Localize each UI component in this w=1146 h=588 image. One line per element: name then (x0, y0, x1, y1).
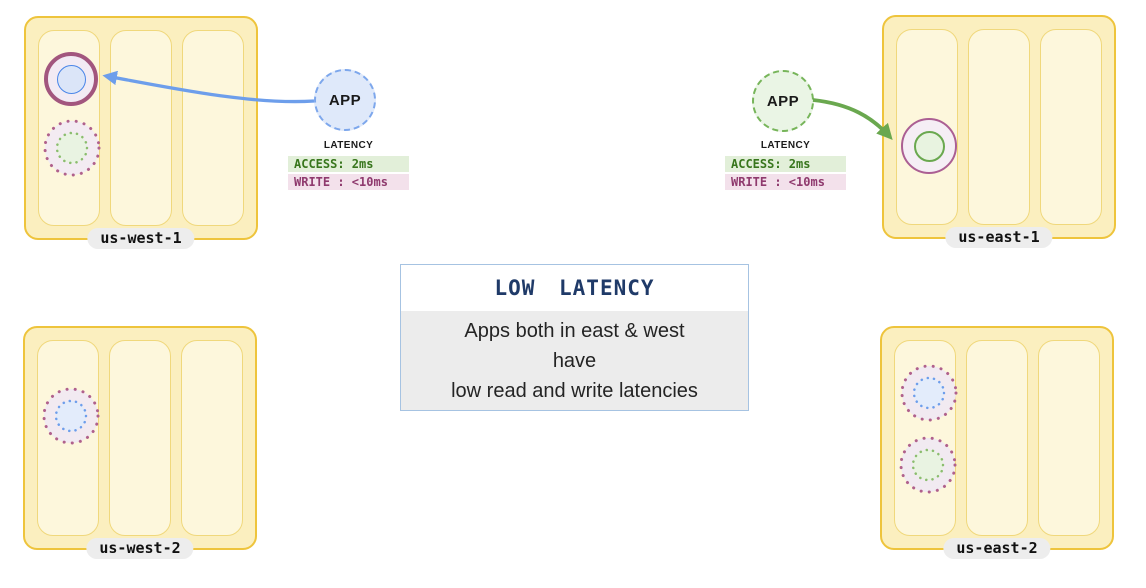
callout-title: LOW LATENCY (401, 265, 748, 311)
dotted-replica-node-green (899, 436, 957, 494)
app-label: APP (766, 92, 800, 110)
access-latency-badge: ACCESS: 2ms (288, 156, 409, 172)
dotted-replica-node-green (43, 119, 101, 177)
green-range-circle (913, 130, 945, 162)
callout-body-line: have (552, 350, 597, 372)
callout-body: Apps both in east & west have low read a… (401, 311, 748, 410)
latency-title: LATENCY (760, 140, 811, 151)
leaseholder-replica-node (44, 52, 98, 106)
blue-range-circle (56, 64, 86, 94)
region-label: us-west-2 (86, 538, 194, 559)
availability-zone (181, 340, 243, 536)
region-us-west-2: us-west-2 (23, 326, 257, 559)
app-node-west: APP (314, 69, 376, 131)
latency-title: LATENCY (323, 140, 374, 151)
availability-zone (966, 340, 1028, 536)
region-label: us-east-2 (943, 538, 1051, 559)
region-us-west-1: us-west-1 (24, 16, 258, 249)
region-label: us-east-1 (945, 227, 1053, 248)
availability-zone (1040, 29, 1102, 225)
app-node-east: APP (752, 70, 814, 132)
availability-zone (968, 29, 1030, 225)
region-us-east-1: us-east-1 (882, 15, 1116, 248)
write-latency-badge: WRITE : <10ms (725, 174, 846, 190)
availability-zone (1038, 340, 1100, 536)
callout-body-line: low read and write latencies (451, 380, 698, 402)
callout-body-line: Apps both in east & west (464, 320, 685, 342)
write-latency-badge: WRITE : <10ms (288, 174, 409, 190)
availability-zone (182, 30, 244, 226)
arrow-east-app-to-replica (812, 98, 893, 140)
app-label: APP (328, 91, 362, 109)
access-latency-badge: ACCESS: 2ms (725, 156, 846, 172)
dotted-replica-node-blue (42, 387, 100, 445)
dotted-replica-node-blue (900, 364, 958, 422)
low-latency-callout: LOW LATENCY Apps both in east & west hav… (400, 264, 749, 411)
availability-zone (109, 340, 171, 536)
replica-node-green (901, 118, 957, 174)
latency-panel-west: LATENCY ACCESS: 2ms WRITE : <10ms (288, 140, 409, 192)
region-us-east-2: us-east-2 (880, 326, 1114, 559)
latency-panel-east: LATENCY ACCESS: 2ms WRITE : <10ms (725, 140, 846, 192)
availability-zone (110, 30, 172, 226)
region-label: us-west-1 (87, 228, 195, 249)
